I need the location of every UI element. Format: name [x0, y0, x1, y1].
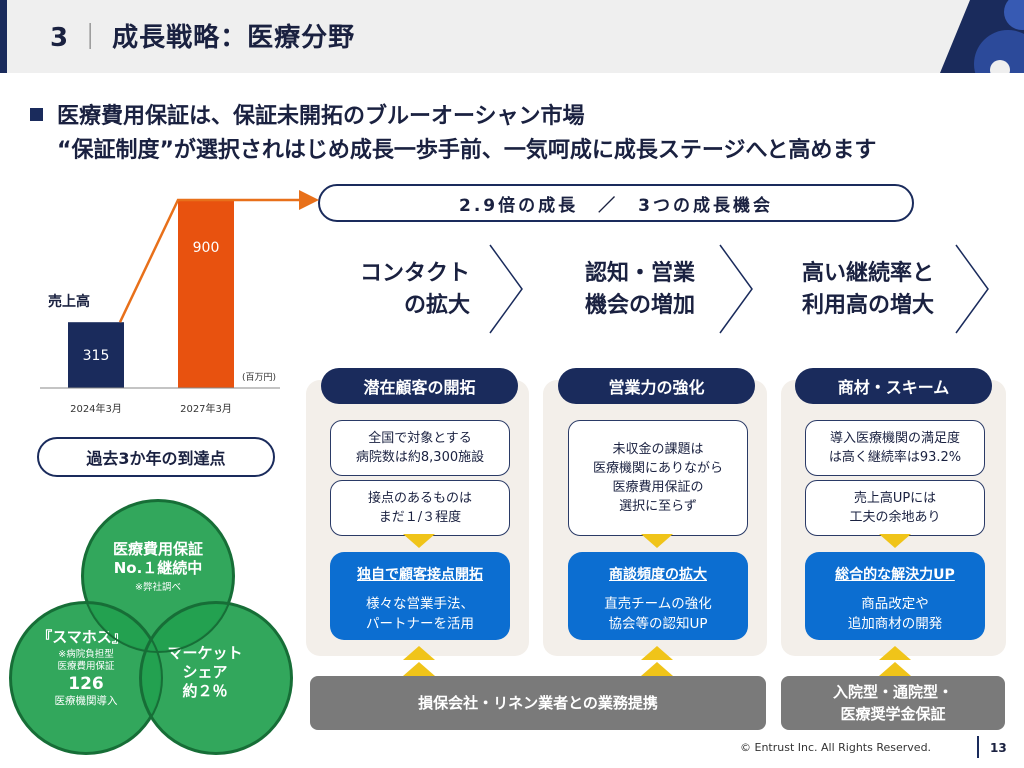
triangle-up-icon — [403, 662, 435, 676]
circle-line: 『スマホス』 — [37, 628, 127, 646]
partnership-bar: 損保会社・リネン業者との業務提携 — [310, 676, 766, 730]
fact-line: 選択に至らず — [619, 499, 697, 514]
title-separator: ｜ — [77, 23, 105, 53]
bar-2024年3月 — [68, 322, 124, 388]
circle-note: ※病院負担型 — [58, 649, 114, 660]
fact-box: 全国で対象とする病院数は約8,300施設 — [330, 420, 510, 476]
fact-line: は高く継続率は93.2% — [828, 450, 962, 465]
growth-pill: 2.9倍の成長 ／ 3つの成長機会 — [318, 184, 914, 222]
corner-decoration — [940, 0, 1024, 73]
action-desc-line: 協会等の認知UP — [608, 616, 708, 632]
header-accent-mark — [0, 0, 7, 73]
action-box: 総合的な解決力UP 商品改定や追加商材の開発 — [805, 552, 985, 640]
fact-box: 導入医療機関の満足度は高く継続率は93.2% — [805, 420, 985, 476]
action-desc-line: 商品改定や — [861, 596, 929, 612]
headline: 医療費用保証は、保証未開拓のブルーオーシャン市場 “保証制度”が選択されはじめ成… — [30, 100, 876, 168]
action-title: 商談頻度の拡大 — [609, 567, 707, 583]
circle-line: No.１継続中 — [113, 559, 203, 577]
bullet-square-icon — [30, 108, 43, 121]
triangle-down-icon — [403, 534, 435, 548]
triangle-up-icon — [641, 646, 673, 660]
fact-box: 接点のあるものはまだ１/３程度 — [330, 480, 510, 536]
category-label: 2024年3月 — [70, 402, 122, 415]
circle-note: ※弊社調べ — [135, 582, 181, 593]
chevron-sales-text: 認知・営業 機会の増加 — [545, 258, 695, 322]
chevron-line: 機会の増加 — [584, 293, 695, 318]
headline-line-1: 医療費用保証は、保証未開拓のブルーオーシャン市場 — [57, 104, 585, 129]
fact-box: 売上高UPには工夫の余地あり — [805, 480, 985, 536]
fact-line: 接点のあるものは — [367, 491, 472, 506]
page-number: 13 — [990, 741, 1007, 755]
chart-series-label: 売上高 — [48, 293, 90, 310]
circle-number: 126 — [68, 674, 104, 694]
panel-heading: 潜在顧客の開拓 — [321, 368, 518, 404]
panel-heading: 営業力の強化 — [558, 368, 755, 404]
action-desc-line: パートナーを活用 — [366, 616, 474, 632]
circle-line: 医療機関導入 — [54, 695, 118, 707]
fact-line: まだ１/３程度 — [378, 510, 462, 525]
chevron-line: 高い継続率と — [801, 261, 934, 286]
bar-value-label: 315 — [83, 348, 110, 364]
fact-line: 売上高UPには — [853, 491, 937, 506]
action-box: 独自で顧客接点開拓 様々な営業手法、パートナーを活用 — [330, 552, 510, 640]
triangle-down-icon — [879, 534, 911, 548]
product-bar: 入院型・通院型・医療奨学金保証 — [781, 676, 1005, 730]
fact-line: 未収金の課題は — [612, 442, 704, 457]
title-text: 成長戦略：医療分野 — [112, 23, 356, 53]
headline-line-2: “保証制度”が選択されはじめ成長一歩手前、一気呵成に成長ステージへと高めます — [57, 138, 877, 163]
chevron-line: の拡大 — [403, 293, 470, 318]
achievements-label: 過去3か年の到達点 — [37, 437, 275, 477]
chevron-line: 認知・営業 — [584, 261, 695, 286]
action-desc: 商品改定や追加商材の開発 — [805, 594, 985, 634]
header-band — [0, 0, 1024, 73]
chevron-contact-text: コンタクト の拡大 — [320, 258, 470, 322]
fact-line: 導入医療機関の満足度 — [829, 431, 960, 446]
triangle-up-icon — [879, 646, 911, 660]
fact-line: 病院数は約8,300施設 — [355, 450, 485, 465]
chevron-line: 利用高の増大 — [801, 293, 934, 318]
section-number: 3 — [50, 23, 70, 53]
category-label: 2027年3月 — [180, 402, 232, 415]
bar-2027年3月 — [178, 200, 234, 388]
triangle-up-icon — [879, 662, 911, 676]
fact-line: 医療費用保証の — [612, 480, 704, 495]
triangle-up-icon — [641, 662, 673, 676]
action-title: 総合的な解決力UP — [835, 567, 955, 583]
circle-smahos: 『スマホス』 ※病院負担型 医療費用保証 126 医療機関導入 — [10, 602, 162, 754]
circle-line: マーケット — [167, 644, 243, 662]
product-bar-line: 入院型・通院型・ — [832, 683, 953, 701]
slide-title: 3｜成長戦略：医療分野 — [50, 17, 355, 54]
chevron-retention-text: 高い継続率と 利用高の増大 — [782, 258, 934, 322]
panel-heading: 商材・スキーム — [795, 368, 992, 404]
action-desc-line: 追加商材の開発 — [847, 616, 943, 632]
circle-line: 医療費用保証 — [112, 540, 203, 558]
fact-line: 医療機関にありながら — [592, 461, 723, 476]
chevron-line: コンタクト — [359, 261, 470, 286]
chevron-right-icon — [955, 244, 989, 334]
product-bar-line: 医療奨学金保証 — [840, 705, 946, 723]
chart-unit-label: (百万円) — [242, 372, 276, 383]
fact-box: 未収金の課題は 医療機関にありながら 医療費用保証の 選択に至らず — [568, 420, 748, 536]
fact-line: 工夫の余地あり — [849, 510, 941, 525]
action-title: 独自で顧客接点開拓 — [357, 567, 483, 583]
action-box: 商談頻度の拡大 直売チームの強化協会等の認知UP — [568, 552, 748, 640]
action-desc: 様々な営業手法、パートナーを活用 — [330, 594, 510, 634]
growth-arrow — [118, 190, 319, 323]
footer-copyright: © Entrust Inc. All Rights Reserved. — [740, 741, 932, 754]
revenue-bar-chart: 315 2024年3月 900 2027年3月 売上高 (百万円) — [40, 190, 319, 415]
bar-value-label: 900 — [193, 240, 220, 256]
venn-outline — [9, 499, 293, 755]
chevron-right-icon — [489, 244, 523, 334]
action-desc: 直売チームの強化協会等の認知UP — [568, 594, 748, 634]
circle-line: 約２％ — [182, 682, 228, 700]
chevron-right-icon — [719, 244, 753, 334]
action-desc-line: 様々な営業手法、 — [366, 596, 474, 612]
circle-line: シェア — [182, 663, 228, 681]
circle-note: 医療費用保証 — [57, 661, 115, 672]
triangle-up-icon — [403, 646, 435, 660]
footer-divider — [977, 736, 979, 758]
triangle-down-icon — [641, 534, 673, 548]
action-desc-line: 直売チームの強化 — [604, 596, 712, 612]
fact-line: 全国で対象とする — [368, 431, 472, 446]
